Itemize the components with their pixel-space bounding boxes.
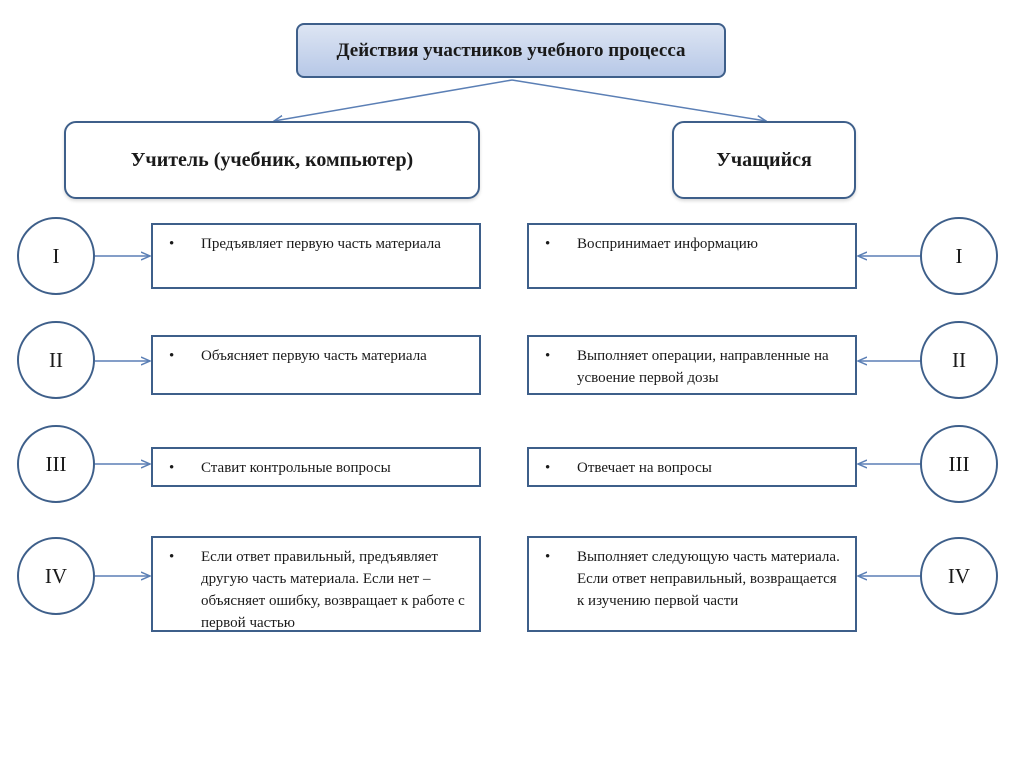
bullet-icon: • xyxy=(169,549,175,565)
teacher-step-box: • Если ответ правильный, предъявляет дру… xyxy=(151,536,481,632)
step-numeral-right: III xyxy=(920,425,998,503)
step-numeral-text: III xyxy=(45,451,67,476)
step-numeral-right: I xyxy=(920,217,998,295)
arrow-title-to-teacher xyxy=(274,79,513,121)
step-numeral-left: I xyxy=(17,217,95,295)
bullet-icon: • xyxy=(545,460,551,476)
step-numeral-text: II xyxy=(952,347,966,372)
step-numeral-text: IV xyxy=(44,563,68,588)
teacher-step-text: Ставит контрольные вопросы xyxy=(201,460,391,476)
student-step-box: • Отвечает на вопросы xyxy=(527,447,857,487)
diagram-title: Действия участников учебного процесса xyxy=(296,23,726,78)
teacher-step-text: Объясняет первую часть материала xyxy=(201,348,427,364)
student-step-text: Выполняет операции, направленные на усво… xyxy=(577,348,829,386)
bullet-icon: • xyxy=(545,549,551,565)
teacher-step-text: Предъявляет первую часть материала xyxy=(201,236,441,252)
step-numeral-left: III xyxy=(17,425,95,503)
student-step-box: • Воспринимает информацию xyxy=(527,223,857,289)
step-numeral-text: I xyxy=(955,243,963,268)
role-student-label: Учащийся xyxy=(716,148,812,171)
role-teacher-label: Учитель (учебник, компьютер) xyxy=(130,148,414,171)
step-numeral-text: IV xyxy=(947,563,971,588)
bullet-icon: • xyxy=(169,460,175,476)
student-step-text: Воспринимает информацию xyxy=(577,236,759,252)
step-numeral-left: IV xyxy=(17,537,95,615)
step-numeral-text: I xyxy=(52,243,60,268)
student-step-text: Отвечает на вопросы xyxy=(577,460,712,476)
role-student-box: Учащийся xyxy=(672,121,856,199)
teacher-step-box: • Ставит контрольные вопросы xyxy=(151,447,481,487)
step-numeral-right: II xyxy=(920,321,998,399)
bullet-icon: • xyxy=(169,348,175,364)
bullet-icon: • xyxy=(545,236,551,252)
teacher-step-text: Если ответ правильный, предъявляет другу… xyxy=(201,549,465,631)
student-step-box: • Выполняет следующую часть материала. Е… xyxy=(527,536,857,632)
student-step-box: • Выполняет операции, направленные на ус… xyxy=(527,335,857,395)
diagram-title-text: Действия участников учебного процесса xyxy=(336,39,686,61)
step-numeral-right: IV xyxy=(920,537,998,615)
arrow-title-to-student xyxy=(511,79,766,121)
teacher-step-box: • Объясняет первую часть материала xyxy=(151,335,481,395)
bullet-icon: • xyxy=(169,236,175,252)
step-numeral-left: II xyxy=(17,321,95,399)
student-step-text: Выполняет следующую часть материала. Есл… xyxy=(577,549,840,609)
step-numeral-text: II xyxy=(49,347,63,372)
teacher-step-box: • Предъявляет первую часть материала xyxy=(151,223,481,289)
role-teacher-box: Учитель (учебник, компьютер) xyxy=(64,121,480,199)
bullet-icon: • xyxy=(545,348,551,364)
step-numeral-text: III xyxy=(948,451,970,476)
